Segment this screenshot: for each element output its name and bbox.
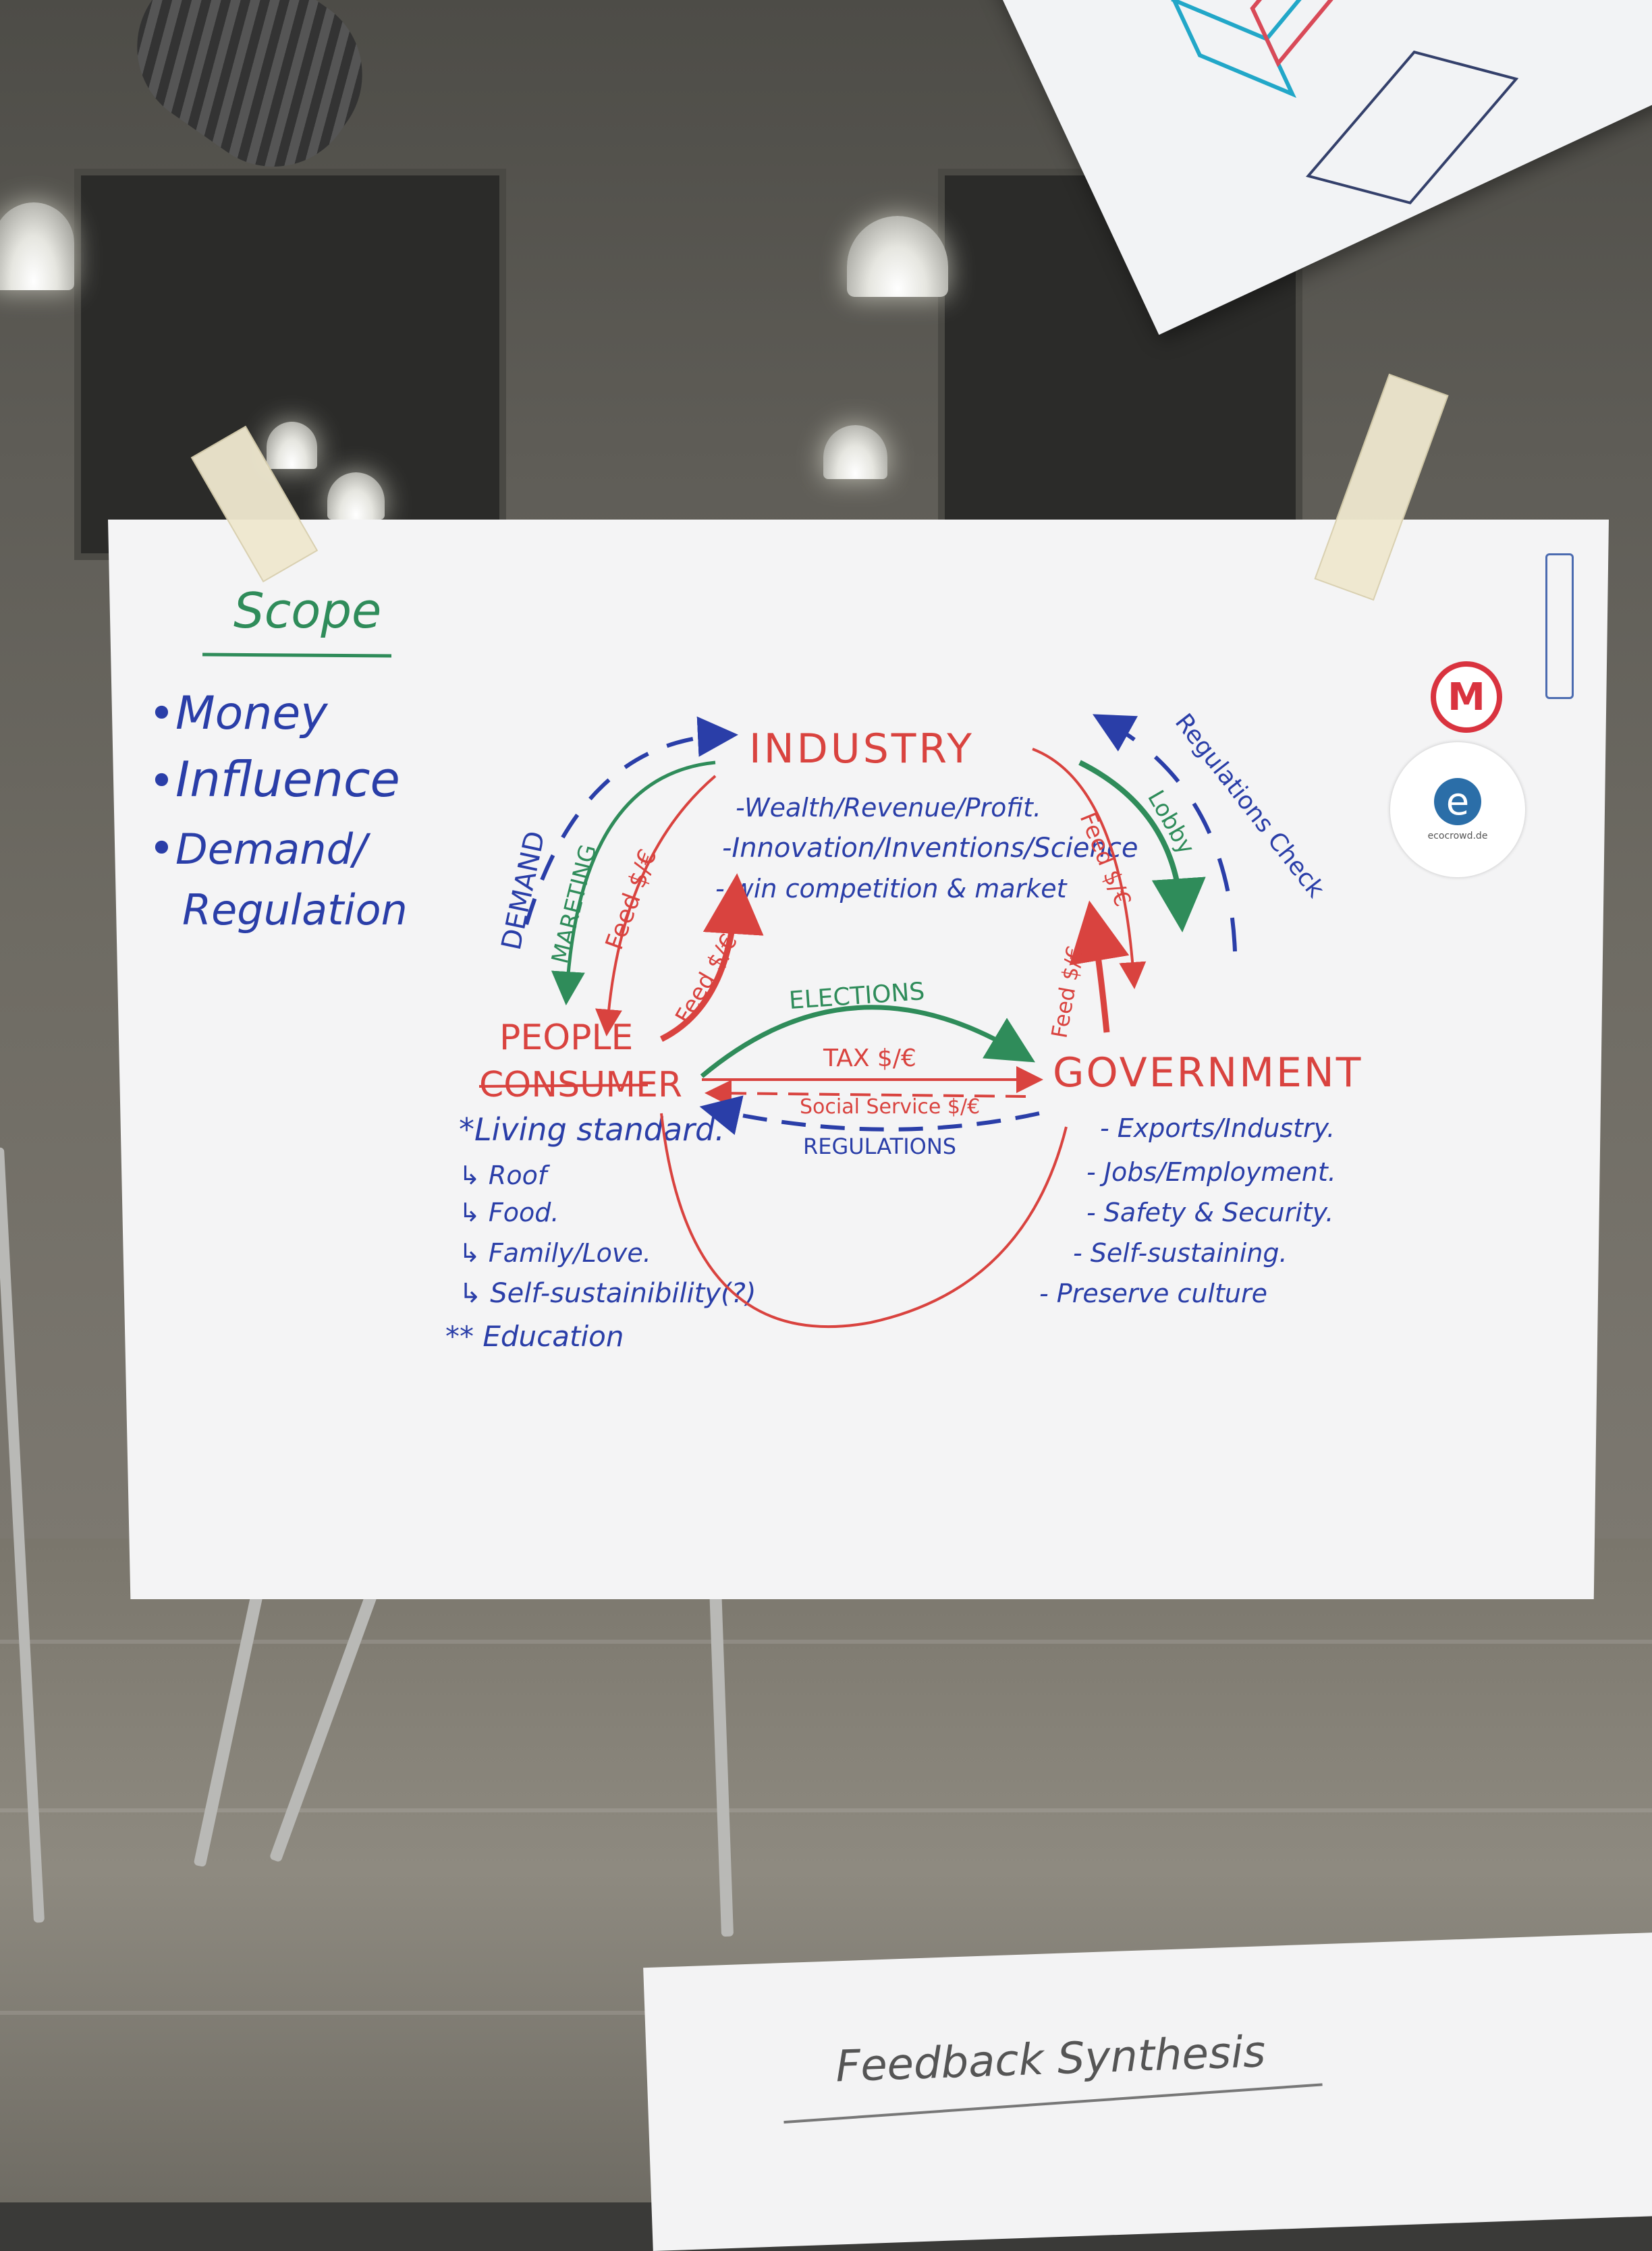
people-item: ↳ Self-sustainibility(?) [459, 1278, 756, 1309]
people-item: ↳ Family/Love. [459, 1238, 651, 1268]
label-marketing: MARETING [547, 842, 602, 967]
government-item: - Self-sustaining. [1073, 1238, 1288, 1268]
ceiling-lamp [0, 202, 74, 290]
label-tax: TAX $/€ [823, 1045, 916, 1072]
feedback-synthesis-title: Feedback Synthesis [835, 2027, 1267, 2092]
m-logo-text: M [1448, 675, 1485, 719]
consumer-strikethrough [478, 1084, 649, 1088]
people-item: ↳ Roof [459, 1161, 551, 1190]
people-item: *Living standard. [459, 1111, 725, 1148]
scope-underline [202, 652, 392, 658]
arrow-feed-left2 [659, 873, 764, 1043]
arrow-regulations [699, 1095, 1040, 1136]
government-item: - Preserve culture [1039, 1279, 1267, 1308]
scope-item-bullet: • [148, 755, 175, 807]
node-government: GOVERNMENT [1053, 1049, 1362, 1096]
government-item: - Jobs/Employment. [1086, 1157, 1336, 1187]
label-feed-left: Feed $/€ [601, 845, 663, 953]
doorway-left [74, 169, 506, 560]
people-item: ** Education [445, 1320, 624, 1353]
arrow-elections [700, 1005, 1036, 1078]
label-feed-right2: Feed $/€ [1046, 944, 1087, 1040]
ceiling-lamp [823, 425, 887, 479]
label-social-service: Social Service $/€ [800, 1095, 980, 1119]
scope-item-influence: Influence [175, 751, 400, 808]
ceiling-lamp [267, 422, 317, 469]
sketch-paper-top [965, 0, 1652, 335]
people-item: ↳ Food. [459, 1198, 559, 1227]
loop-curve [660, 1113, 1068, 1329]
label-demand: DEMAND [496, 829, 551, 953]
arrow-regulations-check [1093, 714, 1237, 952]
mind-map-drawing: Scope • Money • Influence • Demand/ Regu… [148, 582, 1362, 1353]
industry-item: -Innovation/Inventions/Science [722, 833, 1138, 864]
ceiling-lamp [327, 472, 385, 520]
arrow-marketing [551, 760, 716, 1005]
label-regulations: REGULATIONS [803, 1134, 956, 1159]
arrow-lobby [1078, 760, 1206, 933]
node-industry: INDUSTRY [749, 725, 974, 773]
paper-brand-label [1545, 553, 1574, 699]
scope-item-bullet: • [148, 688, 175, 740]
ecocrowd-caption: ecocrowd.de [1427, 831, 1488, 841]
scope-item-bullet: • [148, 823, 175, 874]
feedback-synthesis-sheet: Feedback Synthesis [643, 1932, 1652, 2251]
label-feed-left2: Feed $/€ [670, 929, 743, 1028]
government-item: - Exports/Industry. [1100, 1113, 1335, 1143]
government-item: - Safety & Security. [1086, 1198, 1333, 1227]
industry-item: -Wealth/Revenue/Profit. [736, 793, 1041, 823]
flipchart-paper: Scope • Money • Influence • Demand/ Regu… [108, 520, 1609, 1599]
arrow-feed-left [595, 775, 717, 1036]
industry-item: - win competition & market [715, 874, 1068, 904]
scope-title: Scope [233, 582, 381, 639]
scope-item-demand: Demand/ [175, 825, 371, 874]
ecocrowd-sticker: e ecocrowd.de [1390, 742, 1525, 877]
arrow-demand [524, 716, 738, 925]
ceiling-lamp [847, 216, 948, 297]
arrow-social-service [705, 1080, 1026, 1107]
m-logo-sticker: M [1431, 661, 1502, 733]
node-people: PEOPLE [499, 1018, 633, 1058]
arrow-feed-right2 [1069, 900, 1130, 1033]
scope-item-regulation: Regulation [182, 885, 408, 935]
scope-item-money: Money [175, 687, 328, 740]
ecocrowd-logo: e [1434, 778, 1481, 825]
